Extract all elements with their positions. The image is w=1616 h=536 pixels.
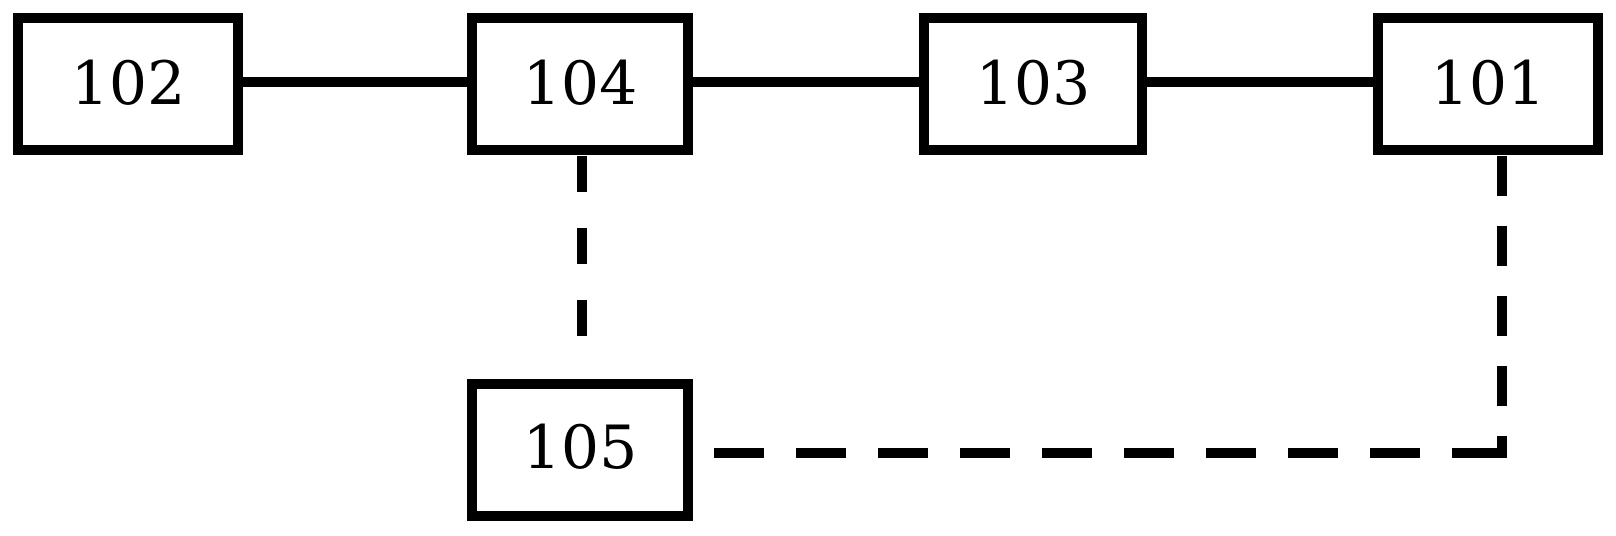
node-103: 103: [919, 13, 1147, 155]
node-101: 101: [1373, 13, 1603, 155]
node-101-box: [1373, 13, 1603, 155]
node-104: 104: [467, 13, 693, 155]
node-101-label: 101: [1431, 49, 1546, 119]
node-103-label: 103: [976, 49, 1091, 119]
node-103-box: [919, 13, 1147, 155]
node-105: 105: [467, 379, 693, 521]
node-105-label: 105: [523, 413, 638, 483]
node-104-box: [467, 13, 693, 155]
node-102-label: 102: [71, 49, 186, 119]
node-102: 102: [13, 13, 243, 155]
node-102-box: [13, 13, 243, 155]
node-105-box: [467, 379, 693, 521]
node-104-label: 104: [523, 49, 638, 119]
